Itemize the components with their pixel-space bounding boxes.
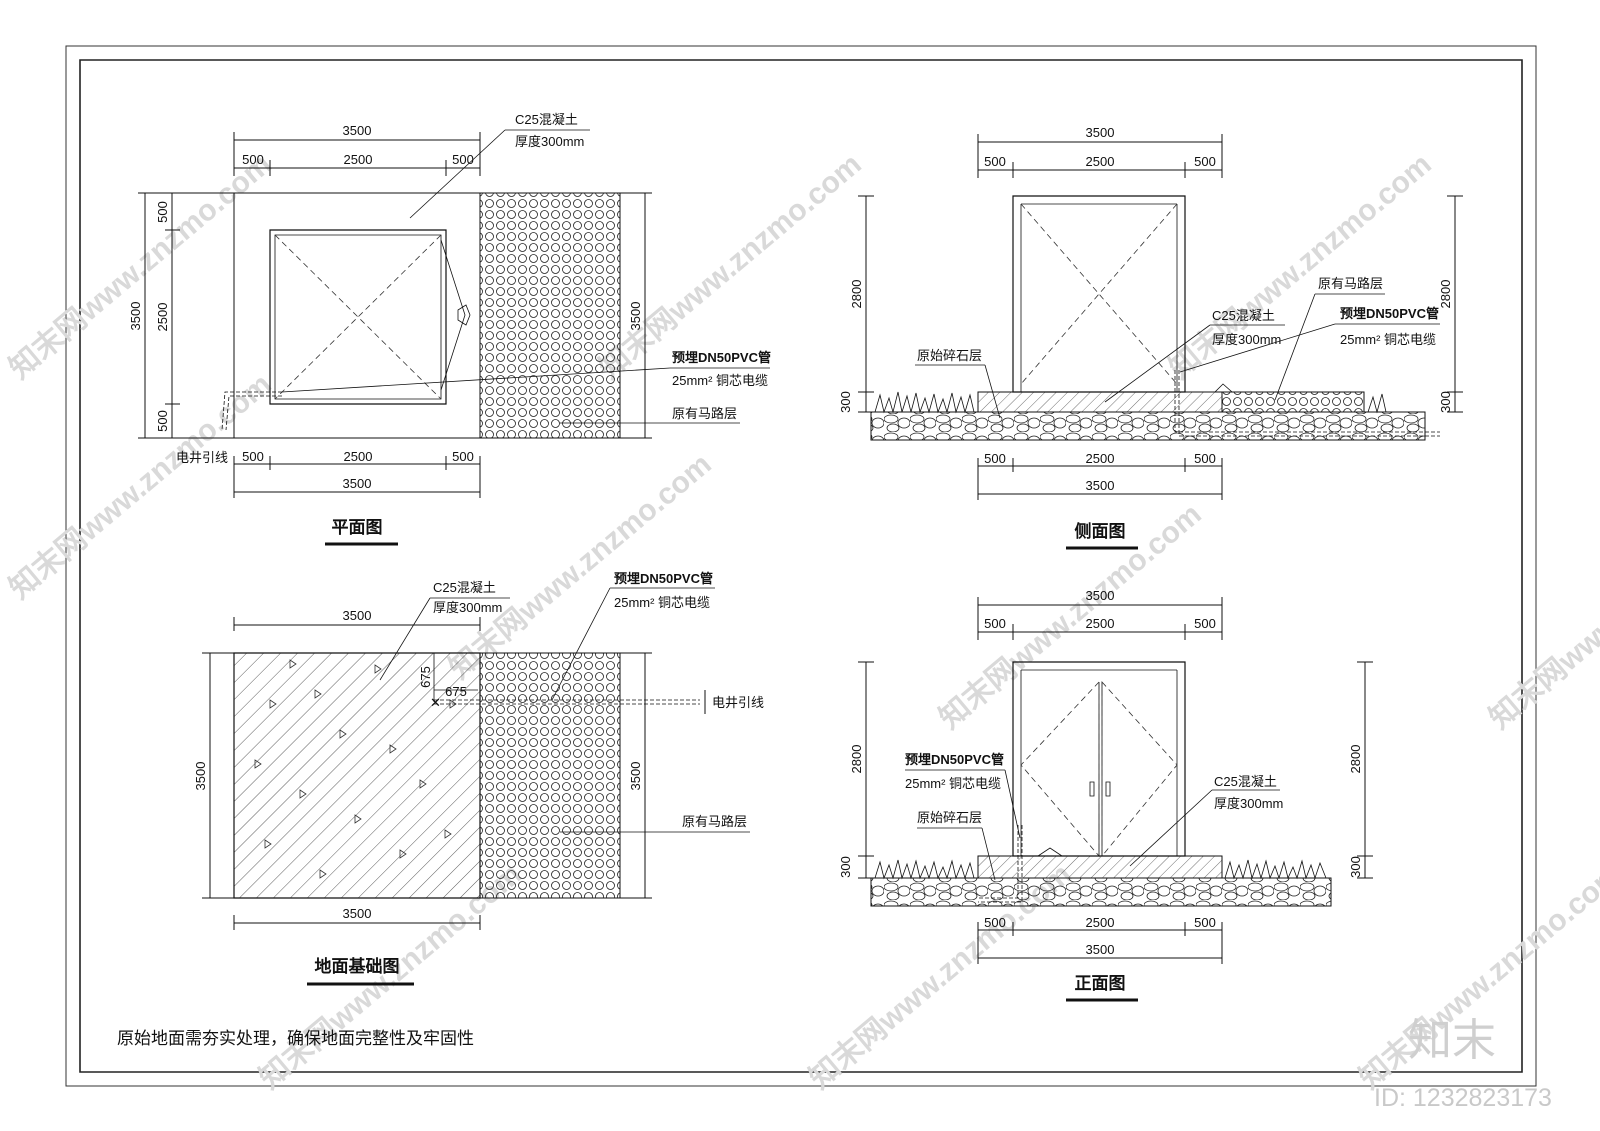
svg-text:3500: 3500 [343, 906, 372, 921]
svg-text:✕: ✕ [430, 695, 441, 710]
svg-text:675: 675 [445, 684, 467, 699]
svg-text:2800: 2800 [1348, 745, 1363, 774]
svg-text:预埋DN50PVC管: 预埋DN50PVC管 [905, 752, 1004, 767]
svg-text:3500: 3500 [628, 302, 643, 331]
svg-text:2500: 2500 [1086, 915, 1115, 930]
svg-text:C25混凝土: C25混凝土 [433, 580, 496, 595]
svg-text:知末网www.znzmo.com: 知末网www.znzmo.com [3, 368, 277, 606]
svg-text:3500: 3500 [343, 123, 372, 138]
svg-text:2800: 2800 [1438, 280, 1453, 309]
svg-text:3500: 3500 [1086, 942, 1115, 957]
svg-text:2500: 2500 [1086, 616, 1115, 631]
svg-text:2800: 2800 [849, 280, 864, 309]
svg-text:厚度300mm: 厚度300mm [433, 600, 502, 615]
svg-text:500: 500 [242, 152, 264, 167]
svg-text:25mm² 铜芯电缆: 25mm² 铜芯电缆 [905, 776, 1001, 791]
svg-text:C25混凝土: C25混凝土 [515, 112, 578, 127]
svg-text:C25混凝土: C25混凝土 [1214, 774, 1277, 789]
outer-frame [66, 46, 1536, 1086]
svg-text:知末网www.znzmo.com: 知末网www.znzmo.com [1163, 148, 1437, 386]
svg-text:500: 500 [984, 915, 1006, 930]
svg-text:300: 300 [1348, 856, 1363, 878]
general-note: 原始地面需夯实处理，确保地面完整性及牢固性 [117, 1029, 474, 1048]
svg-text:电井引线: 电井引线 [712, 695, 764, 710]
svg-text:地面基础图: 地面基础图 [315, 956, 400, 976]
svg-text:预埋DN50PVC管: 预埋DN50PVC管 [1340, 306, 1439, 321]
front-view: 3500 500 2500 500 500 2500 500 3500 2800… [838, 588, 1373, 1000]
svg-text:300: 300 [1438, 391, 1453, 413]
inner-frame [80, 60, 1522, 1072]
svg-text:500: 500 [1194, 915, 1216, 930]
svg-text:预埋DN50PVC管: 预埋DN50PVC管 [614, 571, 713, 586]
svg-text:25mm² 铜芯电缆: 25mm² 铜芯电缆 [672, 373, 768, 388]
svg-text:电井引线: 电井引线 [176, 450, 228, 465]
svg-text:500: 500 [155, 201, 170, 223]
svg-text:2500: 2500 [1086, 154, 1115, 169]
svg-text:500: 500 [452, 152, 474, 167]
svg-text:500: 500 [155, 410, 170, 432]
svg-text:2500: 2500 [155, 303, 170, 332]
svg-text:2500: 2500 [344, 449, 373, 464]
svg-text:25mm² 铜芯电缆: 25mm² 铜芯电缆 [1340, 332, 1436, 347]
svg-text:3500: 3500 [1086, 588, 1115, 603]
svg-text:500: 500 [1194, 154, 1216, 169]
plan-view: 3500 500 2500 500 500 2500 500 3500 3500… [128, 112, 771, 544]
svg-text:厚度300mm: 厚度300mm [515, 134, 584, 149]
svg-text:3500: 3500 [1086, 478, 1115, 493]
svg-text:3500: 3500 [628, 762, 643, 791]
side-view: 3500 500 2500 500 500 2500 500 3500 2800… [838, 125, 1463, 548]
svg-text:厚度300mm: 厚度300mm [1214, 796, 1283, 811]
svg-text:500: 500 [242, 449, 264, 464]
svg-text:500: 500 [1194, 616, 1216, 631]
svg-text:500: 500 [984, 616, 1006, 631]
svg-text:25mm² 铜芯电缆: 25mm² 铜芯电缆 [614, 595, 710, 610]
svg-text:500: 500 [452, 449, 474, 464]
svg-text:厚度300mm: 厚度300mm [1212, 332, 1281, 347]
svg-text:知末网www.znzmo.com: 知末网www.znzmo.com [933, 498, 1207, 736]
svg-text:675: 675 [418, 666, 433, 688]
svg-text:原有马路层: 原有马路层 [682, 814, 747, 829]
svg-text:正面图: 正面图 [1075, 974, 1126, 993]
svg-text:C25混凝土: C25混凝土 [1212, 308, 1275, 323]
svg-text:平面图: 平面图 [332, 518, 383, 537]
image-id: ID: 1232823173 [1374, 1084, 1552, 1112]
svg-text:预埋DN50PVC管: 预埋DN50PVC管 [672, 350, 771, 365]
svg-text:知末网www.znzmo.com: 知末网www.znzmo.com [1483, 498, 1600, 736]
svg-text:300: 300 [838, 856, 853, 878]
svg-text:原始碎石层: 原始碎石层 [917, 810, 982, 825]
svg-text:3500: 3500 [343, 476, 372, 491]
svg-text:3500: 3500 [1086, 125, 1115, 140]
svg-text:3500: 3500 [128, 302, 143, 331]
svg-text:500: 500 [1194, 451, 1216, 466]
svg-text:原始碎石层: 原始碎石层 [917, 348, 982, 363]
svg-text:500: 500 [984, 451, 1006, 466]
svg-text:2800: 2800 [849, 745, 864, 774]
svg-text:原有马路层: 原有马路层 [1318, 276, 1383, 291]
svg-text:知末网www.znzmo.com: 知末网www.znzmo.com [443, 448, 717, 686]
svg-text:3500: 3500 [343, 608, 372, 623]
svg-text:侧面图: 侧面图 [1075, 521, 1126, 541]
svg-text:2500: 2500 [344, 152, 373, 167]
svg-text:500: 500 [984, 154, 1006, 169]
svg-text:3500: 3500 [193, 762, 208, 791]
svg-text:知末网www.znzmo.com: 知末网www.znzmo.com [3, 148, 277, 386]
svg-text:2500: 2500 [1086, 451, 1115, 466]
watermark-logo: 知末 [1408, 1016, 1496, 1065]
svg-text:300: 300 [838, 391, 853, 413]
foundation-view: ✕ 675 675 电井引线 3500 3500 3500 3500 C25混凝… [193, 571, 764, 984]
svg-text:原有马路层: 原有马路层 [672, 406, 737, 421]
